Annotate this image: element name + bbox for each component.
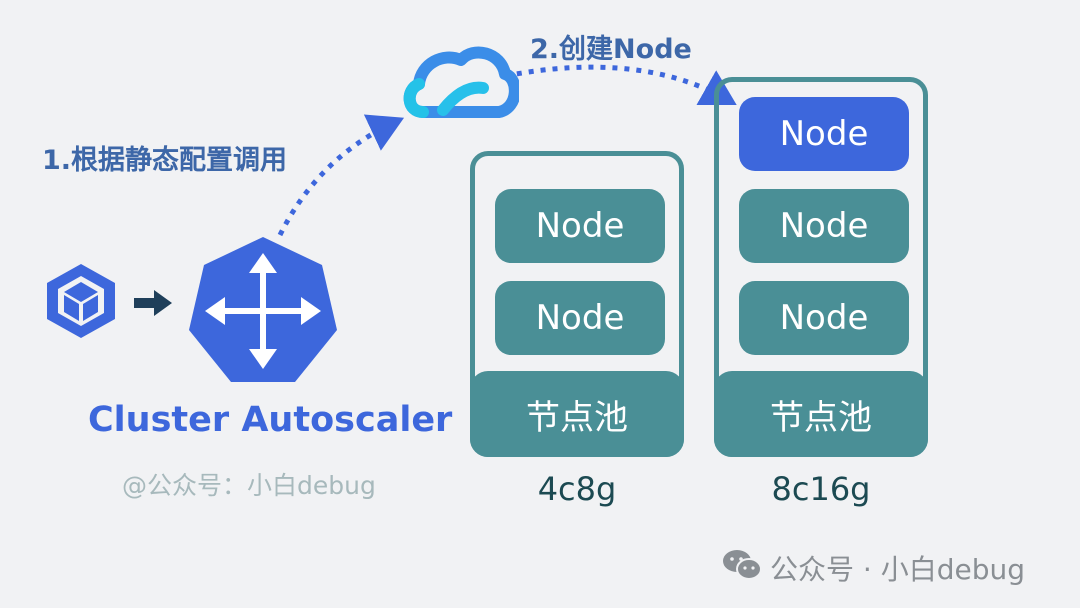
kubernetes-autoscaler-icon [189, 237, 337, 382]
step2-label: 2.创建Node [530, 34, 692, 65]
arrow-autoscaler-to-cloud [277, 114, 405, 237]
tencent-cloud-icon [403, 46, 519, 118]
pool-spec: 4c8g [537, 470, 617, 508]
node-box: Node [495, 281, 665, 355]
autoscaler-title: Cluster Autoscaler [88, 400, 453, 440]
wechat-icon [723, 550, 762, 580]
node-box-new: Node [739, 97, 909, 171]
node-box: Node [739, 281, 909, 355]
pool-spec: 8c16g [771, 470, 871, 508]
arrow-right-icon [134, 290, 172, 316]
node-box: Node [739, 189, 909, 263]
node-box: Node [495, 189, 665, 263]
pool-footer: 节点池 [714, 371, 928, 457]
arrow-cloud-to-node [504, 64, 737, 106]
node-pool-8c16g: Node Node Node 节点池 [714, 77, 928, 457]
node-pool-4c8g: Node Node 节点池 [470, 151, 684, 457]
gke-cube-icon [47, 264, 115, 338]
pool-footer: 节点池 [470, 371, 684, 457]
watermark-text: 公众号 · 小白debug [770, 553, 1025, 586]
author-label: @公众号：小白debug [122, 471, 376, 500]
step1-label: 1.根据静态配置调用 [42, 145, 288, 176]
